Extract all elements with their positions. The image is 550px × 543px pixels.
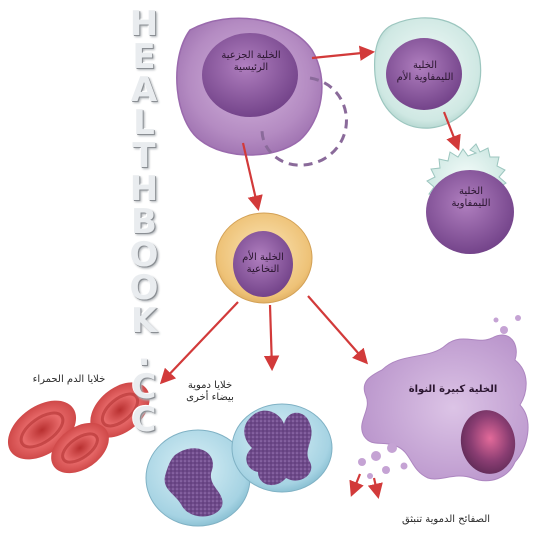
arrow-myeloid-to-megakaryocyte <box>307 295 369 365</box>
label-red-blood-cells: خلايا الدم الحمراء <box>32 374 106 385</box>
myeloid-progenitor-cell <box>215 212 313 304</box>
watermark-letter: H <box>129 169 159 209</box>
arrow-platelet-1 <box>349 473 364 497</box>
watermark-letter: H <box>129 4 159 44</box>
watermark-letter: T <box>132 136 156 176</box>
arrows <box>159 45 461 500</box>
watermark-letter: . <box>137 334 151 374</box>
label-lymphocyte: الخلية الليمفاوية <box>451 186 491 209</box>
white-blood-cells <box>145 403 333 527</box>
label-other-white-cells: خلايا دموية بيضاء أخرى <box>186 380 234 403</box>
lymphoid-progenitor-cell <box>373 17 482 129</box>
self-renewal-loop <box>260 76 348 167</box>
arrow-platelet-2 <box>367 477 383 500</box>
watermark-letter: A <box>130 70 158 110</box>
watermark-letter: O <box>129 268 159 308</box>
arrow-myeloid-to-wbc <box>263 304 280 372</box>
watermark-letter: K <box>130 301 158 341</box>
red-blood-cells <box>7 382 150 474</box>
watermark: H E A L T H B O O K . C C <box>127 4 161 440</box>
label-platelets: الصفائح الدموية تنبثق <box>401 514 491 525</box>
label-megakaryocyte: الخلية كبيرة النواة <box>408 384 498 395</box>
watermark-letter: C <box>131 400 157 440</box>
watermark-letter: B <box>131 202 157 242</box>
arrow-myeloid-to-rbc <box>159 301 239 385</box>
watermark-letter: C <box>131 367 157 407</box>
watermark-letter: O <box>129 235 159 275</box>
label-stem-cell: الخلية الجزعية الرئيسية <box>221 50 281 73</box>
lymphocyte-cell <box>426 143 514 254</box>
label-myeloid-progenitor: الخلية الأم النخاعية <box>242 252 284 275</box>
stem-cell <box>176 17 348 167</box>
arrow-stem-to-lymphoid <box>311 45 376 61</box>
watermark-letter: E <box>132 37 156 77</box>
arrow-stem-to-myeloid <box>241 142 263 212</box>
megakaryocyte-cell <box>358 315 529 482</box>
label-lymphoid-progenitor: الخلية الليمفاوية الأم <box>396 60 454 83</box>
watermark-letter: L <box>133 103 155 143</box>
arrow-lymphoid-to-lymphocyte <box>442 111 461 151</box>
